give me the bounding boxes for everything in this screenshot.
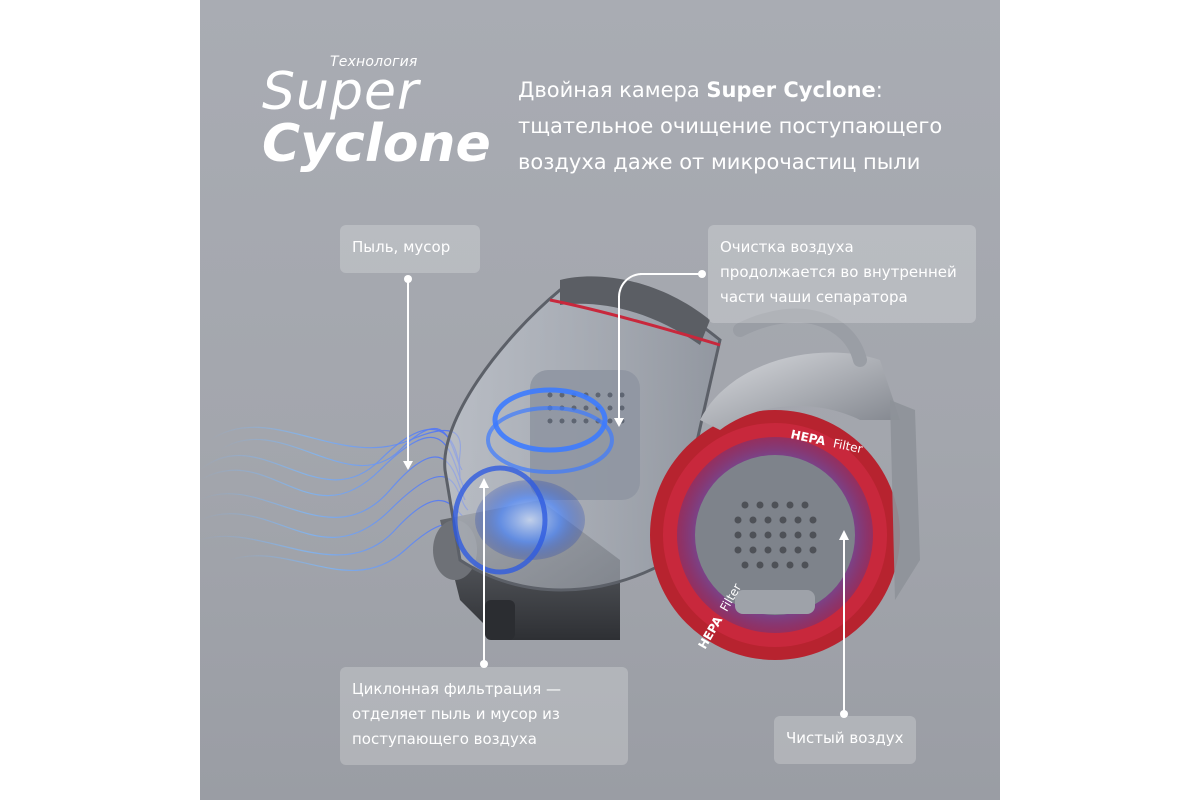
callout-cyclone: Циклонная фильтрация — отделяет пыль и м… [340, 667, 628, 765]
body-top [700, 352, 900, 430]
callout-dust-line [407, 279, 409, 461]
promo-panel: HEPA Filter HEPA Filter Технология Super… [200, 0, 1000, 800]
callout-cyclone-dot [480, 660, 488, 668]
vacuum-illustration: HEPA Filter HEPA Filter [200, 276, 920, 660]
callout-inner-line-v [618, 296, 620, 418]
callout-inner-line-h [640, 273, 702, 275]
headline-line-2: тщательное очищение поступающего [518, 114, 943, 138]
callout-clean-dot [840, 710, 848, 718]
wheel [485, 600, 515, 640]
title-cyclone: Cyclone [262, 114, 491, 174]
filter-latch [735, 590, 815, 614]
airflow-waves [200, 426, 473, 571]
callout-clean: Чистый воздух [774, 716, 916, 764]
callout-cyclone-arrow [479, 478, 489, 488]
tech-label: Технология [330, 54, 418, 70]
callout-inner-arrow [614, 418, 624, 427]
callout-dust: Пыль, мусор [340, 225, 480, 273]
bowl-lid [560, 276, 710, 345]
headline-line-3: воздуха даже от микрочастиц пыли [518, 150, 921, 174]
inner-cyclone [530, 370, 640, 500]
callout-clean-line [843, 540, 845, 712]
cyclone-glow [475, 480, 585, 560]
headline-line-1: Двойная камера Super Cyclone: [518, 78, 883, 102]
callout-cyclone-line [483, 488, 485, 662]
callout-clean-arrow [839, 530, 849, 540]
title-super: Super [262, 62, 420, 122]
callout-dust-arrow [403, 461, 413, 470]
callout-inner-dot [698, 270, 706, 278]
carry-handle [733, 308, 867, 367]
headline: Двойная камера Super Cyclone: тщательное… [518, 72, 988, 180]
callout-inner: Очистка воздуха продолжается во внутренн… [708, 225, 976, 323]
filter-grille [734, 501, 817, 569]
